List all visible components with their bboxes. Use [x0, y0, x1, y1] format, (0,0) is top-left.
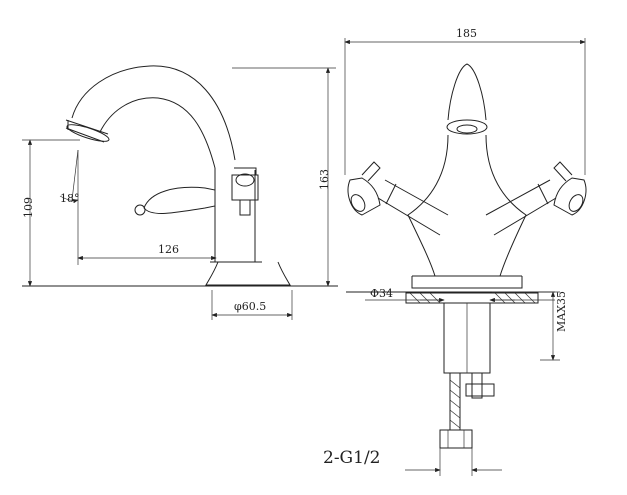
front-right-handle — [553, 177, 587, 216]
hose-left — [449, 373, 461, 430]
dim-base-diameter: φ60.5 — [234, 300, 266, 313]
front-left-knob — [350, 194, 366, 212]
front-right-knob — [568, 194, 584, 212]
dim-109: 109 — [22, 197, 35, 218]
side-valve — [231, 167, 259, 216]
spout-aerator — [66, 124, 110, 142]
spout-inner — [99, 97, 216, 169]
dim-angle: 18° — [60, 192, 80, 205]
front-right-arm — [485, 179, 557, 236]
front-spout — [447, 63, 487, 121]
front-aerator — [446, 119, 488, 135]
mounting-plate-hatch — [409, 292, 536, 304]
hose-right-nut — [465, 383, 495, 397]
side-view: 109 163 18° 126 φ60.5 — [22, 65, 338, 320]
front-view: 185 — [323, 27, 587, 476]
front-base — [411, 275, 523, 289]
dim-max35: MAX35 — [555, 291, 568, 332]
front-left-handle — [347, 177, 381, 216]
side-body — [210, 168, 262, 263]
front-left-arm — [377, 179, 449, 236]
dim-126: 126 — [158, 243, 179, 256]
front-aerator-inner — [456, 124, 478, 134]
spout-outer — [71, 65, 236, 161]
hose-left-nut — [439, 429, 473, 449]
side-handle — [143, 186, 216, 214]
mounting-plate — [405, 292, 539, 304]
dim-thread: 2-G1/2 — [323, 448, 381, 468]
side-base — [205, 261, 291, 286]
front-body — [407, 134, 527, 277]
side-handle-cap — [134, 204, 146, 216]
spout-tip — [65, 119, 109, 143]
dim-34: Φ34 — [370, 287, 393, 300]
dim-163: 163 — [318, 169, 331, 190]
dim-185: 185 — [456, 27, 477, 40]
hose-right — [471, 373, 483, 399]
side-valve-top — [235, 173, 255, 187]
